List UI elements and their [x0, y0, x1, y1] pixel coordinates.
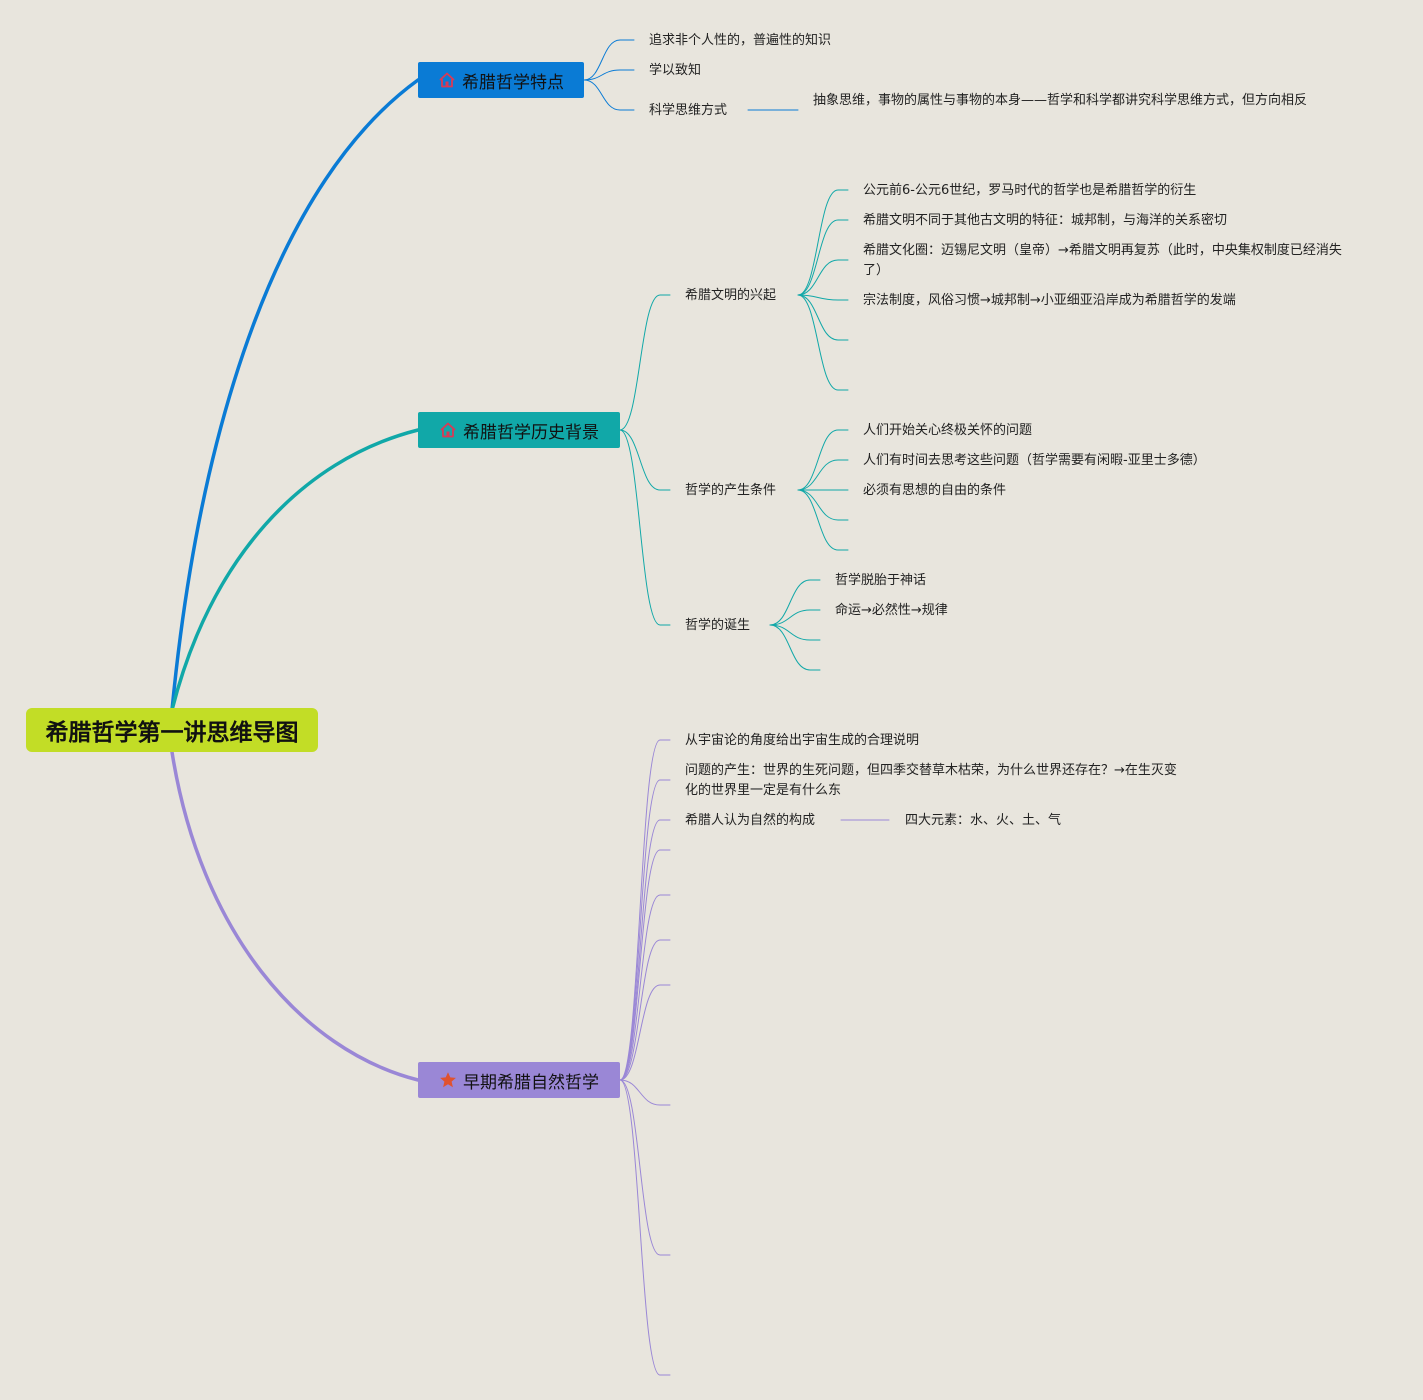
root-topic[interactable]: 希腊哲学第一讲思维导图	[26, 708, 318, 752]
subtopic-rise-of-greek-civilization[interactable]: 希腊文明的兴起	[685, 288, 777, 303]
subtopic-cosmology[interactable]: 从宇宙论的角度给出宇宙生成的合理说明	[685, 733, 920, 748]
connector-branch-3-child	[619, 1079, 671, 1376]
connector-grandchild	[797, 189, 849, 296]
detail-item[interactable]: 必须有思想的自由的条件	[863, 483, 1007, 498]
connector-branch-3-child	[619, 819, 671, 1081]
connector-grandchild	[797, 294, 849, 391]
detail-abstract-thinking[interactable]: 抽象思维，事物的属性与事物的本身——哲学和科学都讲究科学思维方式，但方向相反	[813, 93, 1308, 108]
connector-branch-3-child	[619, 849, 671, 1081]
connector-branch-3-child	[619, 779, 671, 1081]
detail-item[interactable]: 希腊文化圈：迈锡尼文明（皇帝）→希腊文明再复苏（此时，中央集权制度已经消失了）	[863, 243, 1342, 278]
connector-grandchild	[769, 579, 821, 626]
detail-item[interactable]: 命运→必然性→规律	[835, 603, 948, 618]
connector-root-branch-1	[170, 78, 420, 712]
detail-item[interactable]: 哲学脱胎于神话	[835, 573, 927, 588]
connector-branch-1-child	[583, 79, 635, 111]
connector-branch-3-child	[619, 984, 671, 1081]
branch-title: 希腊哲学历史背景	[463, 422, 599, 443]
connector-branch-3-child	[619, 1079, 671, 1106]
connector-grandchild	[797, 489, 849, 521]
branch-greek-philosophy-features[interactable]: 希腊哲学特点	[418, 62, 584, 98]
branch-historical-background[interactable]: 希腊哲学历史背景	[418, 412, 620, 448]
connector-branch-1-child	[583, 69, 635, 81]
connector-grandchild	[797, 294, 849, 341]
subtopic-composition-of-nature[interactable]: 希腊人认为自然的构成	[685, 813, 816, 828]
detail-item[interactable]: 人们开始关心终极关怀的问题	[863, 423, 1033, 438]
connector-branch-3-child	[619, 939, 671, 1081]
detail-item[interactable]: 公元前6-公元6世纪，罗马时代的哲学也是希腊哲学的衍生	[863, 183, 1197, 198]
branch-title: 早期希腊自然哲学	[463, 1072, 599, 1093]
connector-grandchild	[769, 609, 821, 626]
detail-item[interactable]: 人们有时间去思考这些问题（哲学需要有闲暇-亚里士多德）	[863, 453, 1206, 468]
detail-item[interactable]: 希腊文明不同于其他古文明的特征：城邦制，与海洋的关系密切	[863, 213, 1228, 228]
detail-item[interactable]: 宗法制度，风俗习惯→城邦制→小亚细亚沿岸成为希腊哲学的发端	[863, 293, 1236, 308]
connector-grandchild	[797, 259, 849, 296]
connector-branch-2-child	[619, 294, 671, 431]
subtopic-origin-of-problem[interactable]: 问题的产生：世界的生死问题，但四季交替草木枯荣，为什么世界还存在？→在生灭变化的…	[685, 763, 1177, 798]
branch-title: 希腊哲学特点	[462, 72, 564, 93]
connector-branch-3-child	[619, 1079, 671, 1256]
branch-early-natural-philosophy[interactable]: 早期希腊自然哲学	[418, 1062, 620, 1098]
subtopic-conditions-of-philosophy[interactable]: 哲学的产生条件	[685, 483, 777, 498]
connector-grandchild	[797, 489, 849, 551]
subtopic-scientific-thinking[interactable]: 科学思维方式	[649, 103, 728, 118]
connector-root-branch-3	[170, 750, 420, 1082]
connector-grandchild	[797, 459, 849, 491]
connector-grandchild	[797, 429, 849, 491]
subtopic-universal-knowledge[interactable]: 追求非个人性的，普遍性的知识	[649, 33, 832, 48]
connector-branch-2-child	[619, 429, 671, 491]
connector-grandchild	[797, 294, 849, 301]
star-icon	[440, 1072, 456, 1088]
subtopic-learning-for-knowledge[interactable]: 学以致知	[649, 63, 702, 78]
subtopic-birth-of-philosophy[interactable]: 哲学的诞生	[685, 618, 751, 633]
house-icon	[439, 72, 455, 88]
connector-grandchild	[769, 624, 821, 641]
connector-grandchild	[769, 624, 821, 671]
connector-branch-1-child	[583, 39, 635, 81]
connector-branch-3-child	[619, 894, 671, 1081]
connector-branch-2-child	[619, 429, 671, 626]
detail-four-elements[interactable]: 四大元素：水、火、土、气	[905, 813, 1062, 828]
house-icon	[440, 422, 456, 438]
connector-grandchild	[797, 219, 849, 296]
connector-root-branch-2	[170, 428, 420, 712]
